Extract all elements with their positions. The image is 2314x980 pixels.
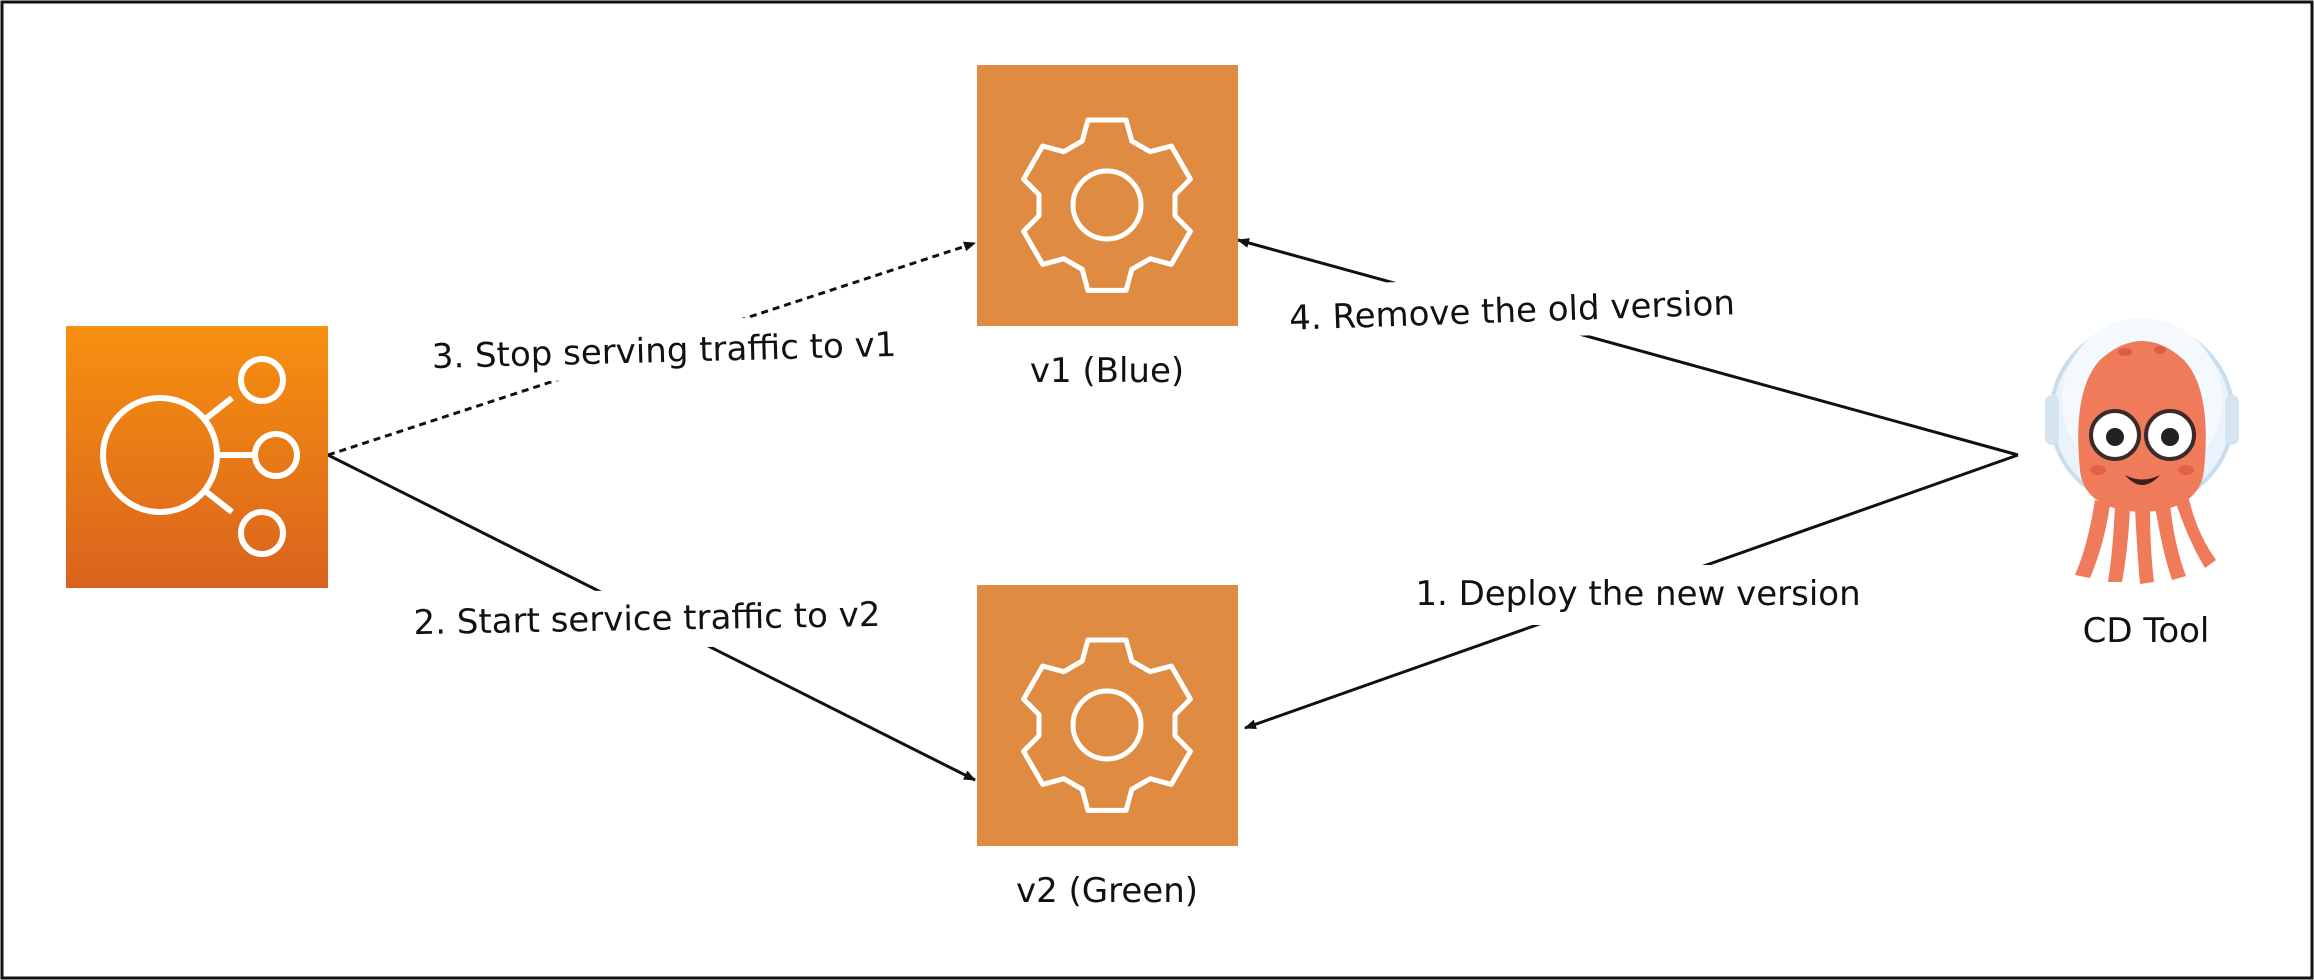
v1-box	[977, 65, 1238, 326]
step-1-label: 1. Deploy the new version	[1415, 574, 1860, 614]
step-4-label-group: 4. Remove the old version	[1281, 269, 1743, 347]
cd-tool-node: CD Tool	[2045, 318, 2239, 651]
v1-label: v1 (Blue)	[1030, 351, 1184, 391]
step-2-label: 2. Start service traffic to v2	[413, 595, 881, 643]
v1-node: v1 (Blue)	[977, 65, 1238, 391]
load-balancer-box	[66, 326, 328, 588]
arrow-remove-old-version	[1237, 238, 2019, 457]
octopus-mascot-icon	[2045, 318, 2239, 584]
step-1-label-group: 1. Deploy the new version	[1404, 565, 1876, 625]
v2-node: v2 (Green)	[977, 585, 1238, 911]
load-balancer-node	[66, 326, 328, 588]
v2-box	[977, 585, 1238, 846]
load-balancer-icon	[100, 356, 300, 557]
v1-gear-icon	[1021, 117, 1193, 293]
step-3-label-group: 3. Stop serving traffic to v1	[427, 313, 901, 385]
cd-tool-label: CD Tool	[2083, 611, 2210, 651]
step-2-label-group: 2. Start service traffic to v2	[405, 585, 889, 653]
v2-gear-icon	[1021, 637, 1193, 813]
v2-label: v2 (Green)	[1016, 871, 1198, 911]
